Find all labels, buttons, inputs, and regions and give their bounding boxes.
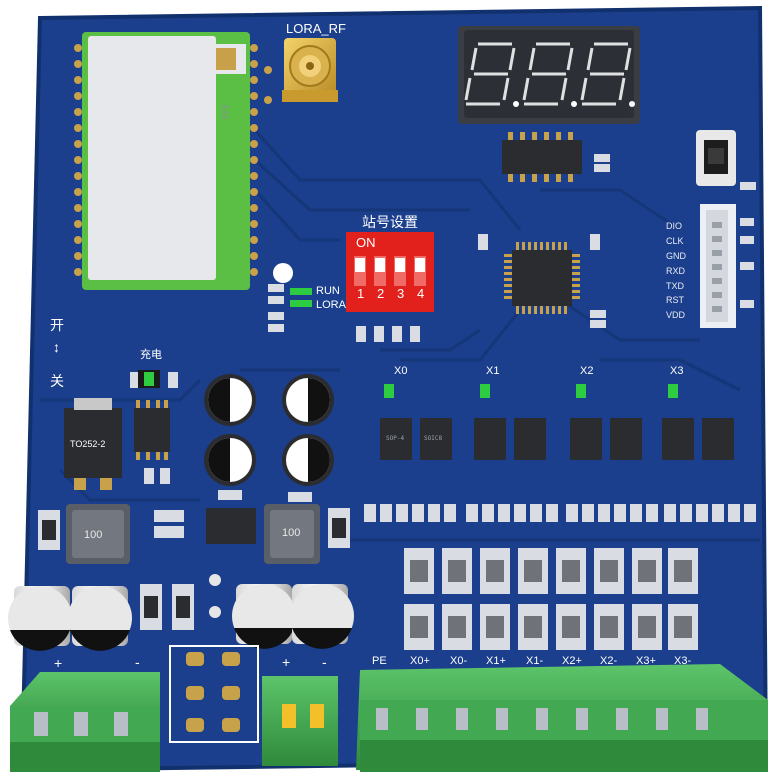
dip-on-label: ON: [356, 235, 376, 250]
run-led-label: RUN: [316, 285, 340, 297]
capacitors-upper: [204, 374, 334, 486]
terminal-block-aux: [262, 676, 338, 766]
dip-switch: [346, 232, 434, 312]
station-setting-label: 站号设置: [362, 214, 418, 230]
switch-arrow: ↕: [53, 339, 60, 355]
lora-rf-label: LORA_RF: [286, 21, 346, 36]
x2-label: X2: [580, 365, 594, 377]
svg-text:E32: E32: [220, 105, 229, 120]
terminal-label-x1p: X1+: [486, 655, 506, 667]
terminal-label-x3m: X3-: [674, 655, 692, 667]
dip-number-1: 1: [357, 286, 365, 301]
status-leds: [138, 263, 678, 398]
dip-number-4: 4: [417, 286, 425, 301]
opto-a-label: SOP-4: [386, 435, 405, 442]
terminal-label-pe: PE: [372, 655, 387, 667]
switch-on-label: 开: [50, 317, 64, 333]
charge-label: 充电: [140, 349, 162, 361]
capacitors-lower: [8, 584, 354, 651]
terminal-label-x0m: X0-: [450, 655, 468, 667]
buck-ic: [206, 508, 256, 544]
dip-number-2: 2: [377, 286, 385, 301]
header-pin-rst: RST: [666, 295, 684, 305]
inductor-a-label: 100: [84, 529, 103, 541]
aux-plus-label: +: [282, 654, 291, 670]
power-plus-label: +: [54, 655, 63, 671]
power-minus-label: -: [135, 654, 140, 670]
terminal-block-io: [356, 664, 768, 772]
header-pin-txd: TXD: [666, 281, 684, 291]
terminal-label-x2m: X2-: [600, 655, 618, 667]
mcu-chip: [504, 242, 580, 314]
x3-label: X3: [670, 365, 684, 377]
header-pin-clk: CLK: [666, 236, 684, 246]
header-pin-vdd: VDD: [666, 310, 686, 320]
terminal-label-x1m: X1-: [526, 655, 544, 667]
aux-minus-label: -: [322, 654, 327, 670]
x1-label: X1: [486, 365, 500, 377]
inductors: [66, 504, 320, 564]
sop8-chip: [134, 408, 170, 452]
reset-button: [696, 130, 736, 186]
x0-label: X0: [394, 365, 408, 377]
display-driver-ic: [502, 132, 582, 182]
optocoupler-groups: [380, 418, 734, 460]
to252-label: TO252-2: [70, 439, 106, 449]
opto-b-label: SOIC8: [424, 435, 443, 442]
header-pin-rxd: RXD: [666, 266, 686, 276]
copper-traces: [40, 128, 760, 542]
smd-passives: [130, 154, 756, 538]
regulator-to252: [64, 398, 122, 490]
switch-off-label: 关: [50, 373, 64, 389]
seven-segment-display: [458, 26, 640, 124]
sma-connector: [282, 38, 338, 102]
tvs-diodes: [404, 548, 698, 650]
header-pin-gnd: GND: [666, 251, 686, 261]
programming-header: [700, 204, 736, 328]
inductor-b-label: 100: [282, 527, 301, 539]
lora-led-label: LORA: [316, 299, 346, 311]
terminal-block-power: [10, 672, 160, 772]
terminal-label-x0p: X0+: [410, 655, 430, 667]
terminal-label-x2p: X2+: [562, 655, 582, 667]
jumper-block: [169, 645, 259, 743]
header-pin-dio: DIO: [666, 221, 683, 231]
terminal-label-x3p: X3+: [636, 655, 656, 667]
dip-number-3: 3: [397, 286, 405, 301]
lora-module: E32: [74, 32, 258, 290]
